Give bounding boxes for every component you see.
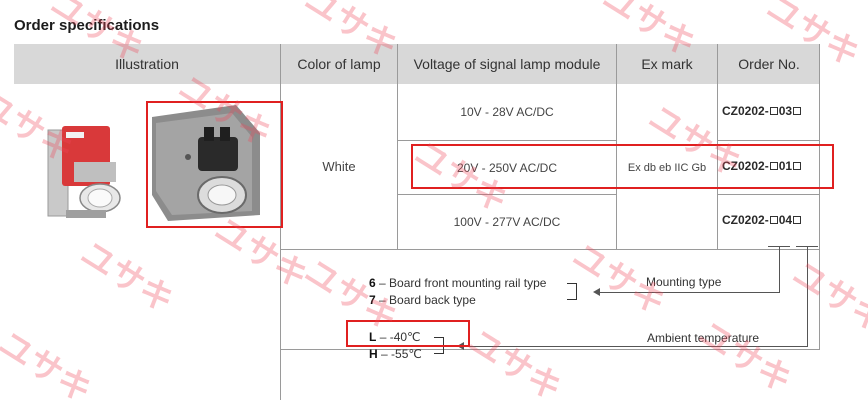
- watermark: ユサキ: [785, 253, 868, 342]
- divider: [717, 194, 819, 195]
- watermark: ユサキ: [0, 323, 99, 412]
- divider: [717, 140, 819, 141]
- placeholder-square: [793, 162, 802, 170]
- highlight-box-row: [411, 144, 834, 189]
- order-code: 01: [778, 159, 793, 173]
- header-ex-mark: Ex mark: [641, 56, 693, 72]
- arrow-left-icon: [593, 288, 600, 296]
- order-prefix: CZ0202-: [722, 104, 769, 118]
- leader-line: [463, 346, 808, 347]
- divider: [280, 349, 820, 350]
- page-title: Order specifications: [14, 17, 160, 34]
- voltage-row-1: 10V - 28V AC/DC: [460, 105, 554, 119]
- temperature-option-h: H – -55℃: [369, 347, 422, 361]
- watermark: ユサキ: [461, 321, 569, 410]
- placeholder-square: [793, 107, 802, 115]
- order-prefix: CZ0202-: [722, 159, 769, 173]
- leader-line: [779, 246, 780, 293]
- divider: [397, 140, 617, 141]
- ambient-temperature-label: Ambient temperature: [647, 331, 760, 345]
- header-illustration: Illustration: [115, 56, 179, 72]
- highlight-box-temperature: [346, 320, 470, 347]
- mounting-type-label: Mounting type: [646, 275, 722, 289]
- header-voltage: Voltage of signal lamp module: [413, 56, 601, 72]
- placeholder-square: [793, 216, 802, 224]
- order-number-row-2: CZ0202- 01: [722, 159, 802, 173]
- highlight-box-illustration: [146, 101, 283, 228]
- ex-mark-value: Ex db eb IIC Gb: [627, 161, 707, 174]
- leader-line: [807, 246, 808, 347]
- voltage-row-3: 100V - 277V AC/DC: [453, 215, 561, 229]
- divider: [819, 44, 820, 349]
- watermark: ユサキ: [691, 313, 799, 402]
- mounting-option-7: 7 – Board back type: [369, 293, 476, 307]
- order-number-row-1: CZ0202- 03: [722, 104, 802, 118]
- header-color: Color of lamp: [297, 56, 381, 72]
- divider: [397, 44, 398, 249]
- divider: [616, 44, 617, 249]
- watermark: ユサキ: [73, 233, 181, 322]
- signal-lamp-image-gray: [152, 105, 260, 221]
- order-number-row-3: CZ0202- 04: [722, 213, 802, 227]
- divider: [397, 194, 617, 195]
- placeholder-square: [769, 162, 778, 170]
- divider: [280, 44, 281, 400]
- lamp-color-value: White: [322, 159, 356, 174]
- signal-lamp-image-red: [47, 126, 121, 218]
- mounting-option-6: 6 – Board front mounting rail type: [369, 276, 547, 290]
- mounting-bracket: [567, 283, 577, 300]
- placeholder-square: [769, 216, 778, 224]
- leader-line: [599, 292, 780, 293]
- order-code: 03: [778, 104, 793, 118]
- voltage-row-2: 20V - 250V AC/DC: [456, 160, 558, 175]
- divider: [280, 249, 820, 250]
- divider: [717, 44, 718, 249]
- temperature-option-l: L – -40℃: [369, 330, 421, 344]
- order-prefix: CZ0202-: [722, 213, 769, 227]
- placeholder-square: [769, 107, 778, 115]
- header-order-no: Order No.: [738, 56, 800, 72]
- table-header-bar: [14, 44, 820, 84]
- order-code: 04: [778, 213, 793, 227]
